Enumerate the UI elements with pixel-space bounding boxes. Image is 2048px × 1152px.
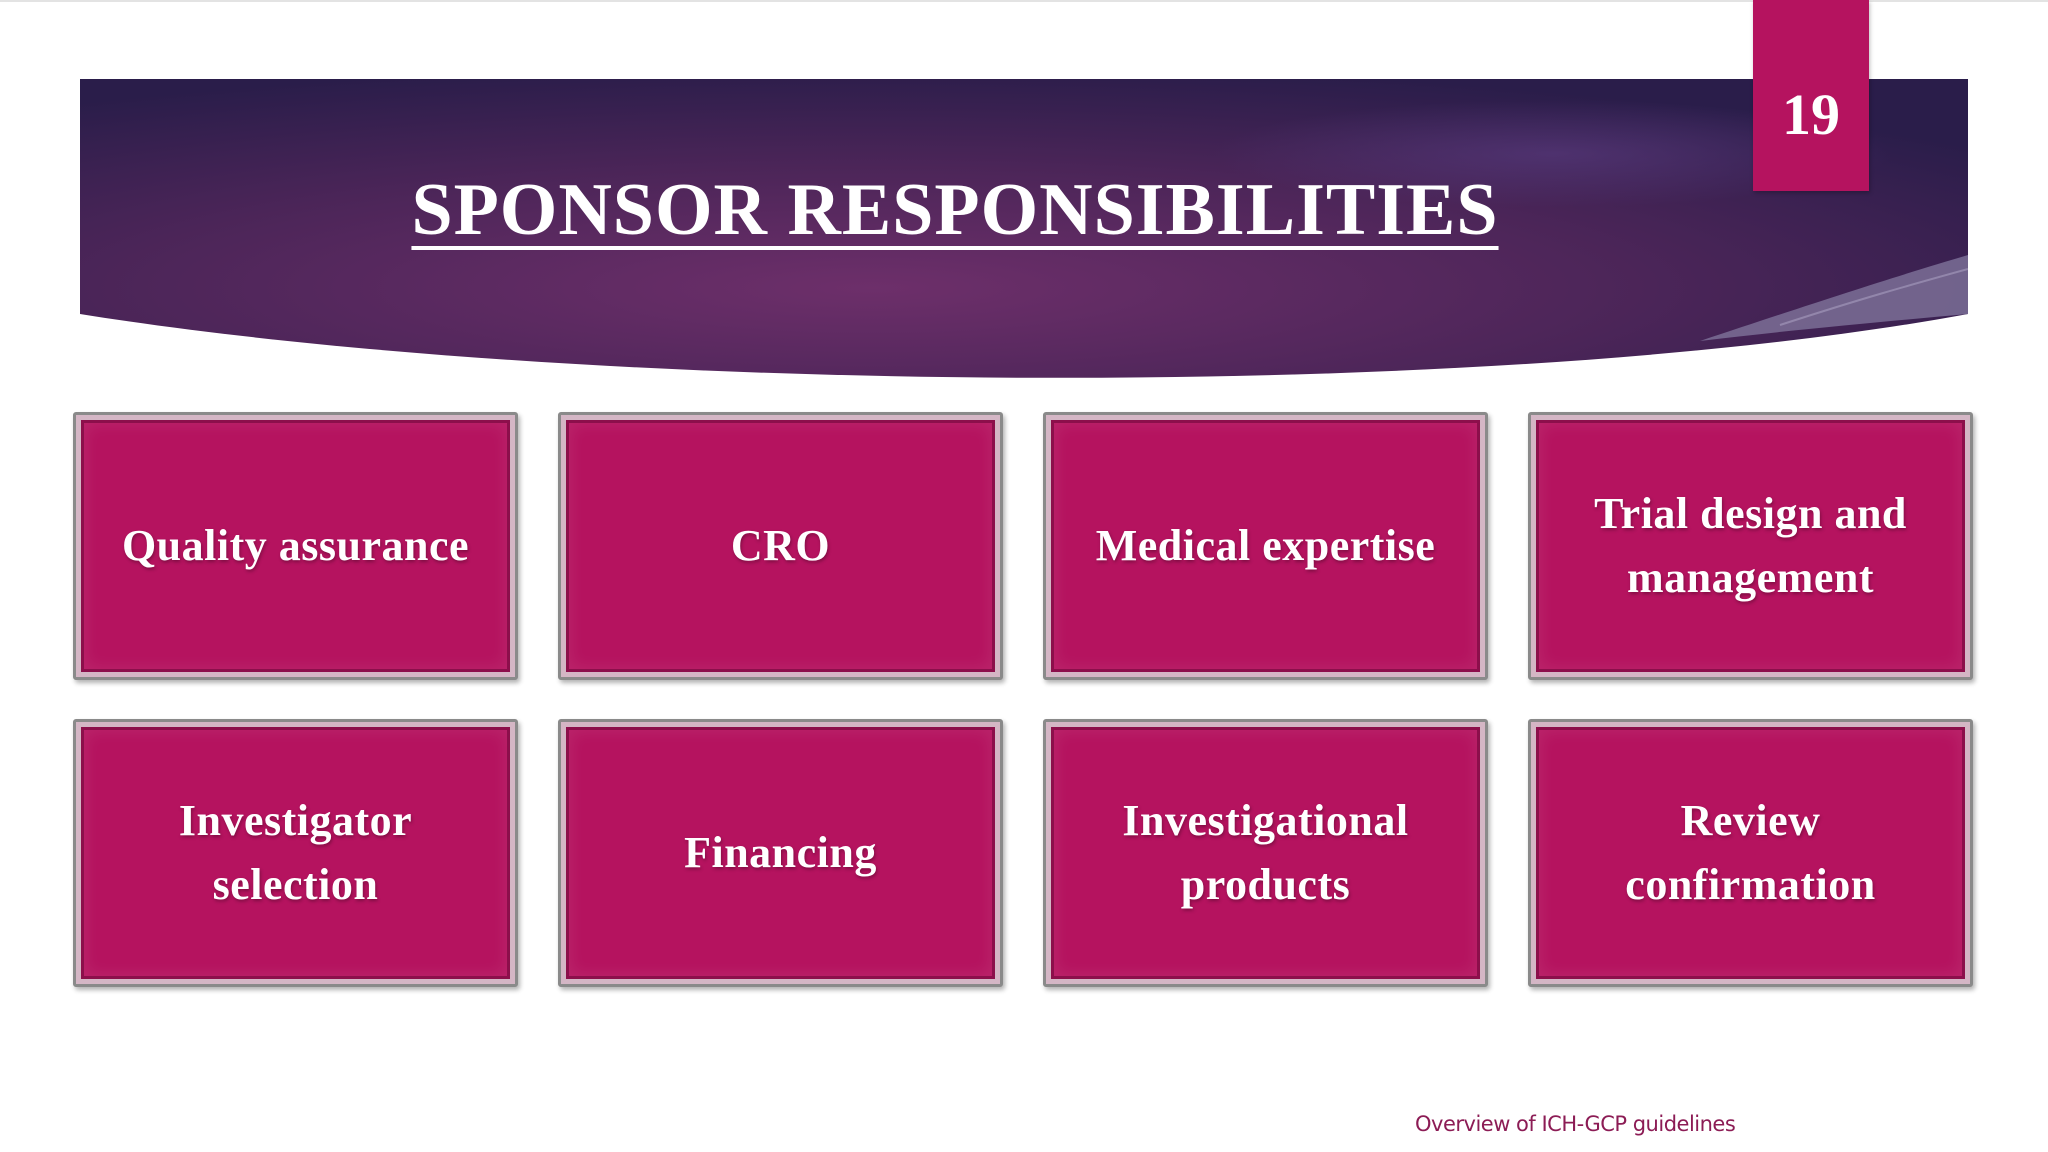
card-label: Review confirmation bbox=[1625, 796, 1876, 909]
card-cro[interactable]: CRO bbox=[558, 412, 1003, 680]
card-review-confirmation[interactable]: Review confirmation bbox=[1528, 719, 1973, 987]
card-medical-expertise[interactable]: Medical expertise bbox=[1043, 412, 1488, 680]
page-number-badge: 19 bbox=[1753, 0, 1869, 191]
card-label: Investigator selection bbox=[178, 796, 413, 909]
page-number: 19 bbox=[1782, 82, 1840, 147]
card-label: CRO bbox=[730, 521, 831, 570]
card-label: Financing bbox=[684, 828, 877, 877]
slide-title: SPONSOR RESPONSIBILITIES bbox=[411, 169, 1499, 251]
card-quality-assurance[interactable]: Quality assurance bbox=[73, 412, 518, 680]
responsibilities-grid: Quality assurance CRO Medical expertise … bbox=[73, 412, 1973, 987]
card-label: Medical expertise bbox=[1095, 521, 1436, 570]
title-banner bbox=[80, 79, 1968, 379]
footer-text: Overview of ICH-GCP guidelines bbox=[1415, 1112, 1736, 1136]
card-label: Investigational products bbox=[1122, 796, 1409, 909]
card-trial-design-and-management[interactable]: Trial design and management bbox=[1528, 412, 1973, 680]
card-label: Quality assurance bbox=[121, 521, 470, 570]
card-financing[interactable]: Financing bbox=[558, 719, 1003, 987]
card-investigator-selection[interactable]: Investigator selection bbox=[73, 719, 518, 987]
card-label: Trial design and management bbox=[1594, 489, 1907, 602]
top-rule bbox=[0, 0, 2048, 2]
card-investigational-products[interactable]: Investigational products bbox=[1043, 719, 1488, 987]
